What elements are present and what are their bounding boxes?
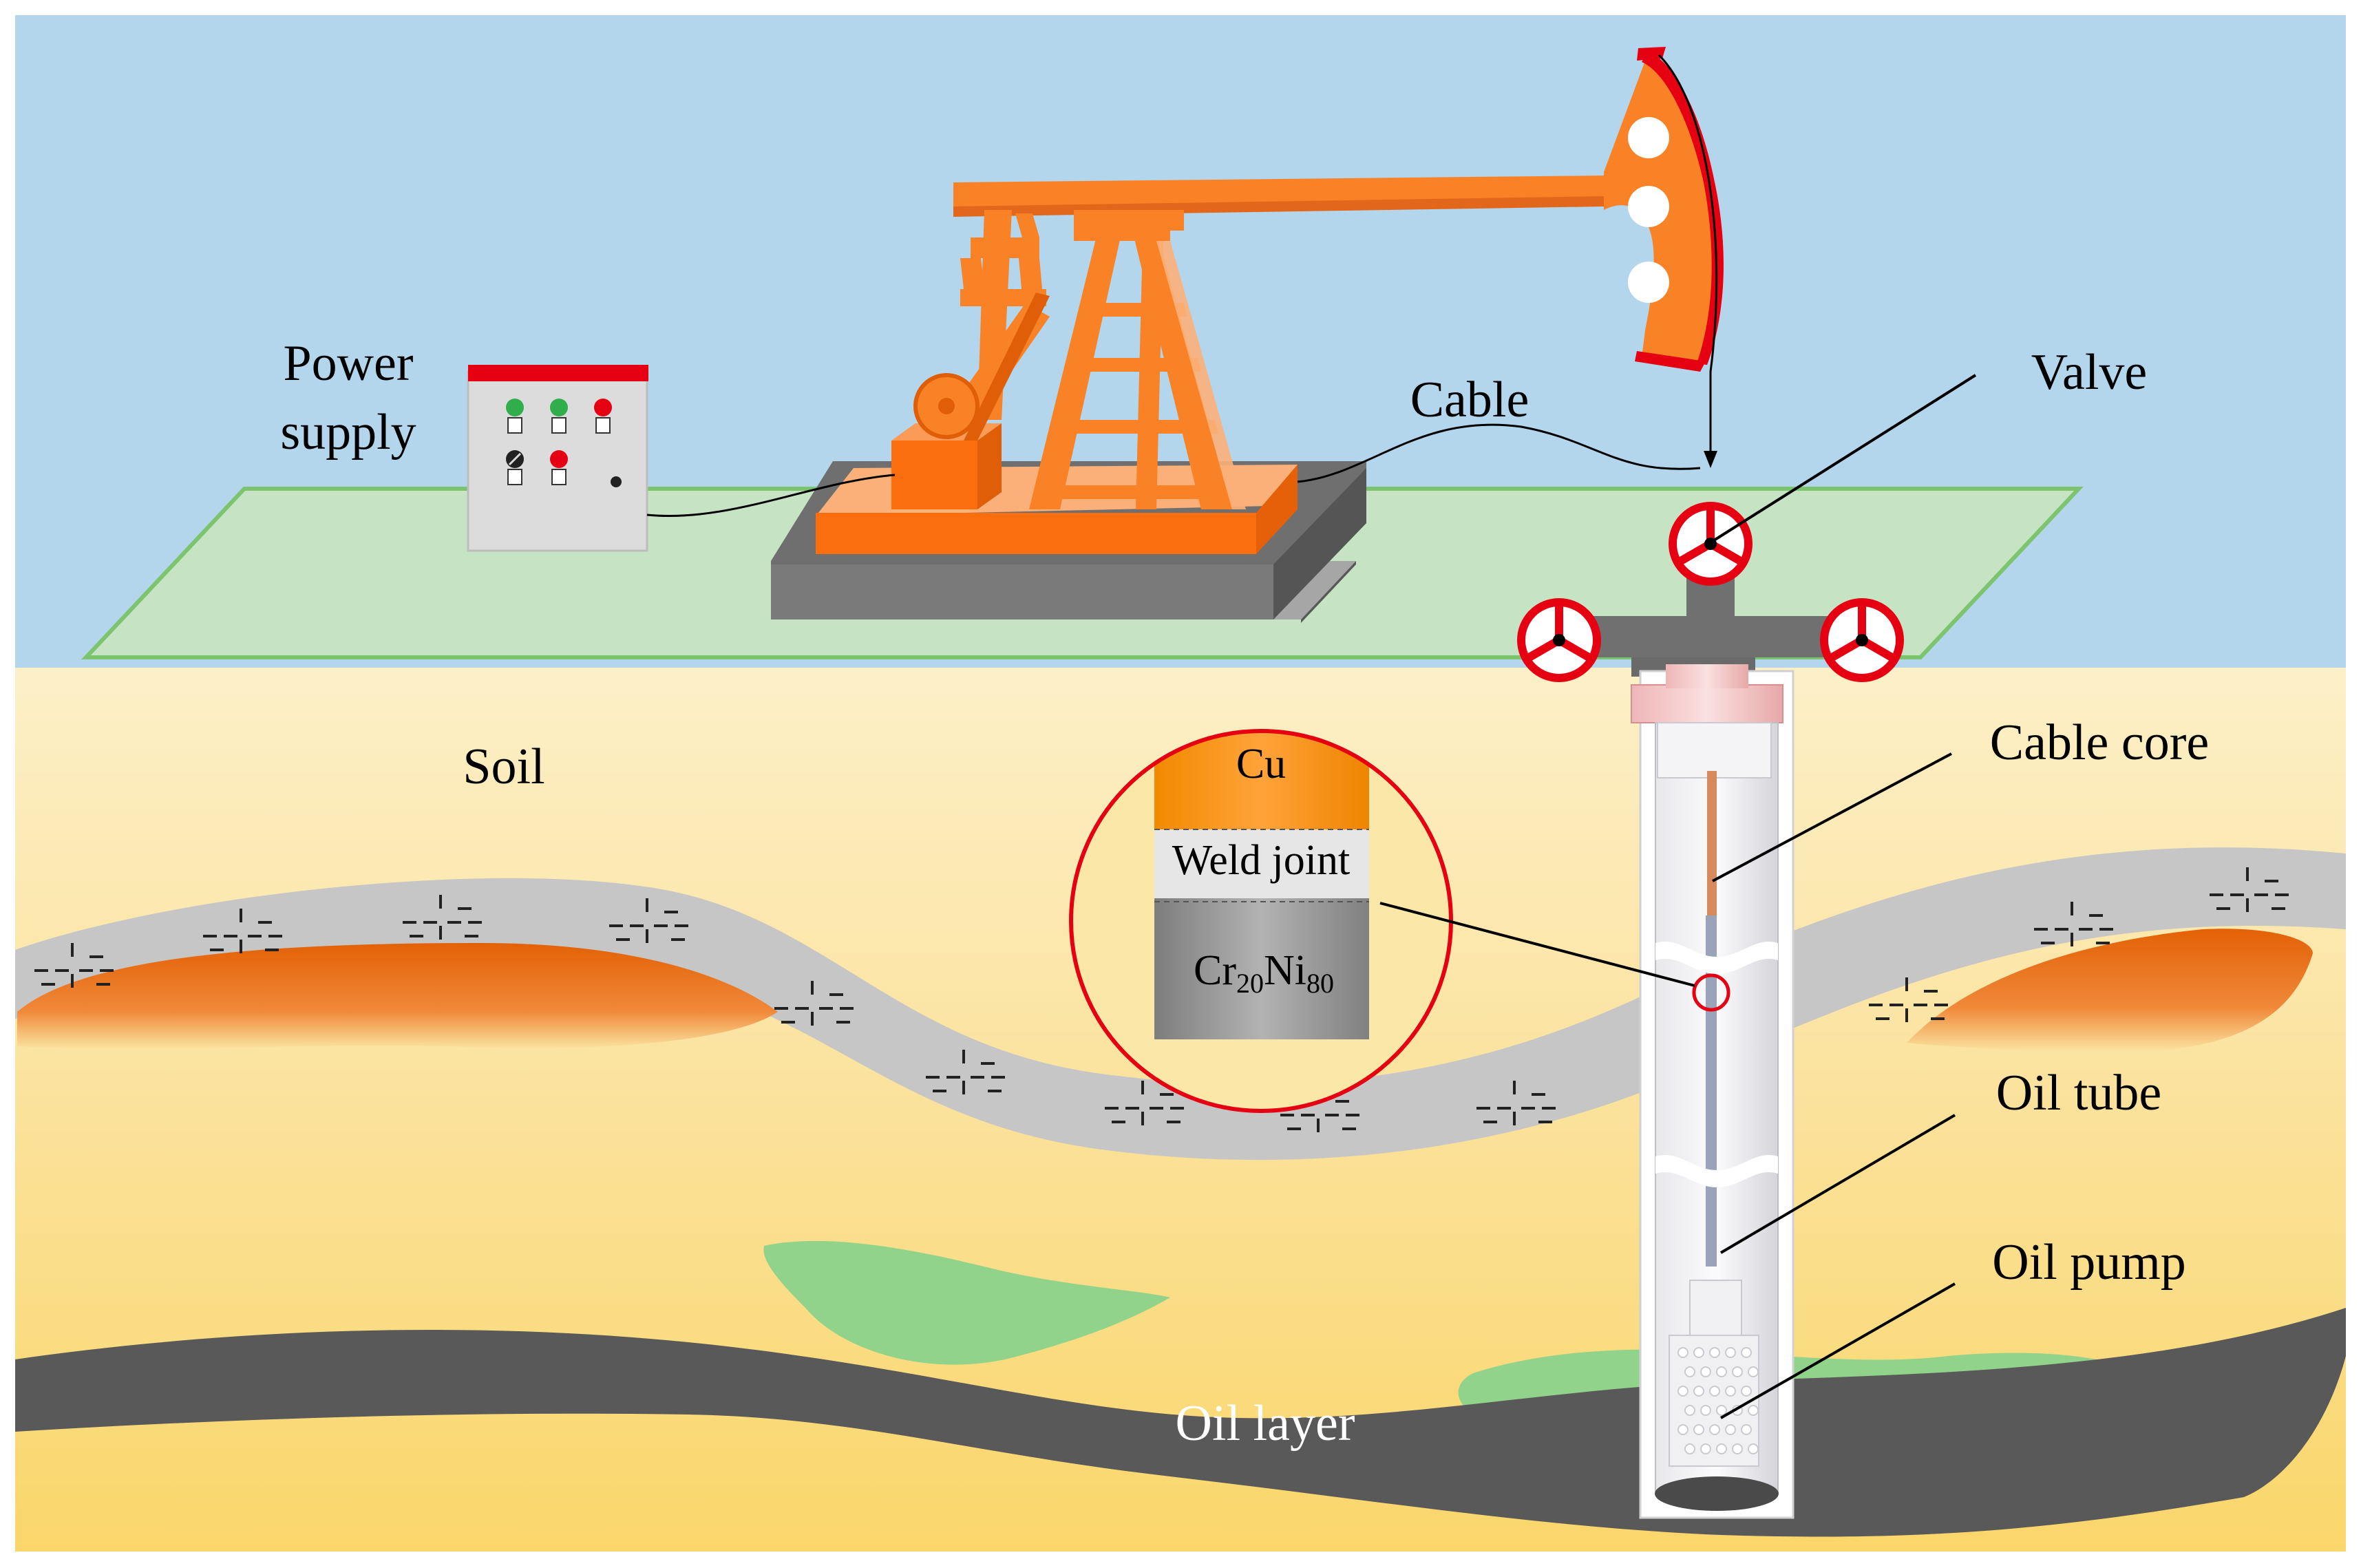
- horse-head-hole-1: [1628, 117, 1669, 158]
- rock-symbol: [403, 895, 482, 940]
- ore-body-right: [1907, 929, 2313, 1051]
- horse-head-bottom-cap: [1635, 351, 1706, 372]
- cable-core-rod: [1707, 771, 1717, 915]
- tube-head: [1657, 722, 1772, 778]
- rock-symbol: [2034, 902, 2113, 946]
- pumpjack-base-side: [1301, 561, 1356, 623]
- valve-right: [1820, 598, 1904, 682]
- power-cable: [646, 474, 896, 518]
- bridle-line: [1658, 54, 1718, 451]
- rock-symbols: [34, 867, 2289, 1132]
- pump-barrel: [1689, 1280, 1742, 1336]
- label-soil: Soil: [463, 739, 544, 795]
- pumpjack-base-front: [771, 564, 1273, 619]
- tube-break-lower: [1655, 1154, 1778, 1187]
- tube-break-upper: [1655, 941, 1778, 974]
- inset-label-weld-joint: Weld joint: [1172, 837, 1350, 884]
- inset-label-alloy: Cr20Ni80: [1194, 947, 1334, 999]
- bridle-arrow: [1704, 451, 1717, 468]
- label-oil-layer: Oil layer: [1176, 1395, 1355, 1452]
- horse-head-top-cap: [1637, 47, 1666, 61]
- valves: [1517, 502, 1904, 682]
- beam-bearing: [1074, 210, 1184, 231]
- rock-symbol: [609, 898, 688, 943]
- signal-cable: [1297, 423, 1701, 483]
- rock-symbol: [2210, 867, 2289, 912]
- samson-post: [1029, 224, 1232, 509]
- alloy-ni: Ni: [1264, 947, 1306, 994]
- motor-box: [891, 441, 977, 509]
- wellhead-crossbar: [1556, 616, 1859, 657]
- rock-symbol: [926, 1050, 1005, 1094]
- crank-support: [964, 293, 1050, 441]
- label-oil-tube: Oil tube: [1996, 1065, 2161, 1121]
- power-supply-buttons: [506, 399, 622, 487]
- label-cable: Cable: [1410, 372, 1529, 428]
- oil-pump-holes: [1677, 1347, 1759, 1454]
- label-oil-pump: Oil pump: [1992, 1234, 2186, 1291]
- valve-top: [1669, 502, 1753, 586]
- rock-symbol: [1105, 1081, 1184, 1125]
- weld-joint-marker: [1692, 973, 1730, 1012]
- horse-head-hole-2: [1628, 186, 1669, 227]
- well-bottom: [1655, 1476, 1779, 1511]
- alloy-ni-subscript: 80: [1306, 968, 1334, 999]
- label-power-supply-line1: Power: [283, 335, 413, 392]
- green-patch-upper: [763, 1240, 1170, 1365]
- ore-body-left: [17, 943, 778, 1049]
- alloy-cr: Cr: [1194, 947, 1236, 994]
- label-power-supply-line2: supply: [280, 404, 416, 460]
- rock-symbol: [1476, 1081, 1556, 1125]
- pumpjack-base-right: [1273, 468, 1366, 619]
- power-supply-top: [468, 365, 648, 381]
- alloy-cr-subscript: 20: [1236, 968, 1264, 999]
- valve-left: [1517, 598, 1601, 682]
- crank-wheel-hub: [938, 398, 955, 414]
- horse-head-hole-3: [1628, 262, 1669, 303]
- casing-pink-neck: [1666, 664, 1748, 688]
- label-cable-core: Cable core: [1990, 714, 2209, 771]
- rock-symbol: [203, 909, 282, 953]
- weld-joint-inset: [1069, 729, 1453, 1113]
- pumpjack-platform-side: [1256, 465, 1298, 554]
- motor-box-side: [977, 423, 1002, 509]
- samson-post-shade: [1156, 241, 1246, 509]
- label-valve: Valve: [2031, 344, 2148, 401]
- pumpjack-platform-front: [816, 513, 1256, 554]
- leader-lines: [1379, 374, 1977, 1419]
- rock-symbol: [34, 943, 114, 988]
- rock-symbol: [1869, 977, 1948, 1022]
- inset-label-cu: Cu: [1236, 741, 1286, 787]
- casing-pink-collar: [1631, 684, 1783, 723]
- gray-rock-layer: [15, 847, 2346, 1161]
- rock-symbol: [774, 981, 854, 1026]
